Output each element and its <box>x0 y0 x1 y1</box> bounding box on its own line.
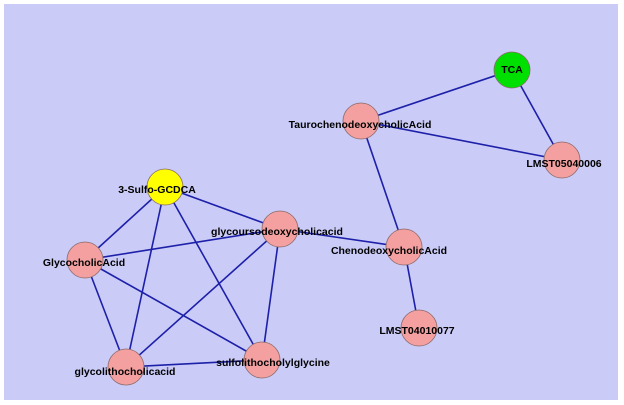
node-glycourso[interactable] <box>261 210 299 248</box>
edge-glycourso-sulfolitho[interactable] <box>261 228 281 361</box>
edge-glycourso-glycolitho[interactable] <box>125 228 281 368</box>
node-label-glycolitho: glycolithocholicacid <box>75 366 176 378</box>
node-label-taurocdca: TaurochenodeoxycholicAcid <box>289 119 432 131</box>
edge-layer <box>84 69 563 368</box>
edge-taurocdca-lmst05040006[interactable] <box>360 120 563 161</box>
node-glycocholic[interactable] <box>66 241 104 279</box>
node-label-cdca: ChenodeoxycholicAcid <box>331 245 447 257</box>
node-label-sulfolitho: sulfolithocholylglycine <box>216 357 330 369</box>
node-layer <box>66 51 581 386</box>
edge-sulfo_gcdca-sulfolitho[interactable] <box>164 186 263 361</box>
edge-glycolitho-sulfolitho[interactable] <box>125 359 263 368</box>
edge-glycocholic-sulfolitho[interactable] <box>84 259 263 361</box>
node-sulfo_gcdca[interactable] <box>146 168 184 206</box>
label-layer: TCA TaurochenodeoxycholicAcidLMST05040006… <box>43 64 602 378</box>
node-lmst05040006[interactable] <box>543 141 581 179</box>
edge-tca-taurocdca[interactable] <box>360 69 513 122</box>
node-label-lmst05040006: LMST05040006 <box>526 158 601 170</box>
node-label-glycourso: glycoursodeoxycholicacid <box>211 226 343 238</box>
node-glycolitho[interactable] <box>107 348 145 386</box>
node-label-tca: TCA <box>501 64 523 76</box>
node-label-sulfo_gcdca: 3-Sulfo-GCDCA <box>118 184 196 196</box>
edge-taurocdca-cdca[interactable] <box>360 120 405 248</box>
edge-sulfo_gcdca-glycourso[interactable] <box>164 186 281 230</box>
node-lmst04010077[interactable] <box>400 309 438 347</box>
edge-glycocholic-glycourso[interactable] <box>84 228 281 261</box>
node-sulfolitho[interactable] <box>243 341 281 379</box>
edge-glycocholic-glycolitho[interactable] <box>84 259 127 368</box>
node-cdca[interactable] <box>385 228 423 266</box>
node-taurocdca[interactable] <box>342 102 380 140</box>
edge-sulfo_gcdca-glycolitho[interactable] <box>125 186 166 368</box>
node-tca[interactable] <box>493 51 531 89</box>
node-label-lmst04010077: LMST04010077 <box>379 325 454 337</box>
edge-glycourso-cdca[interactable] <box>279 228 405 248</box>
node-label-glycocholic: GlycocholicAcid <box>43 257 125 269</box>
